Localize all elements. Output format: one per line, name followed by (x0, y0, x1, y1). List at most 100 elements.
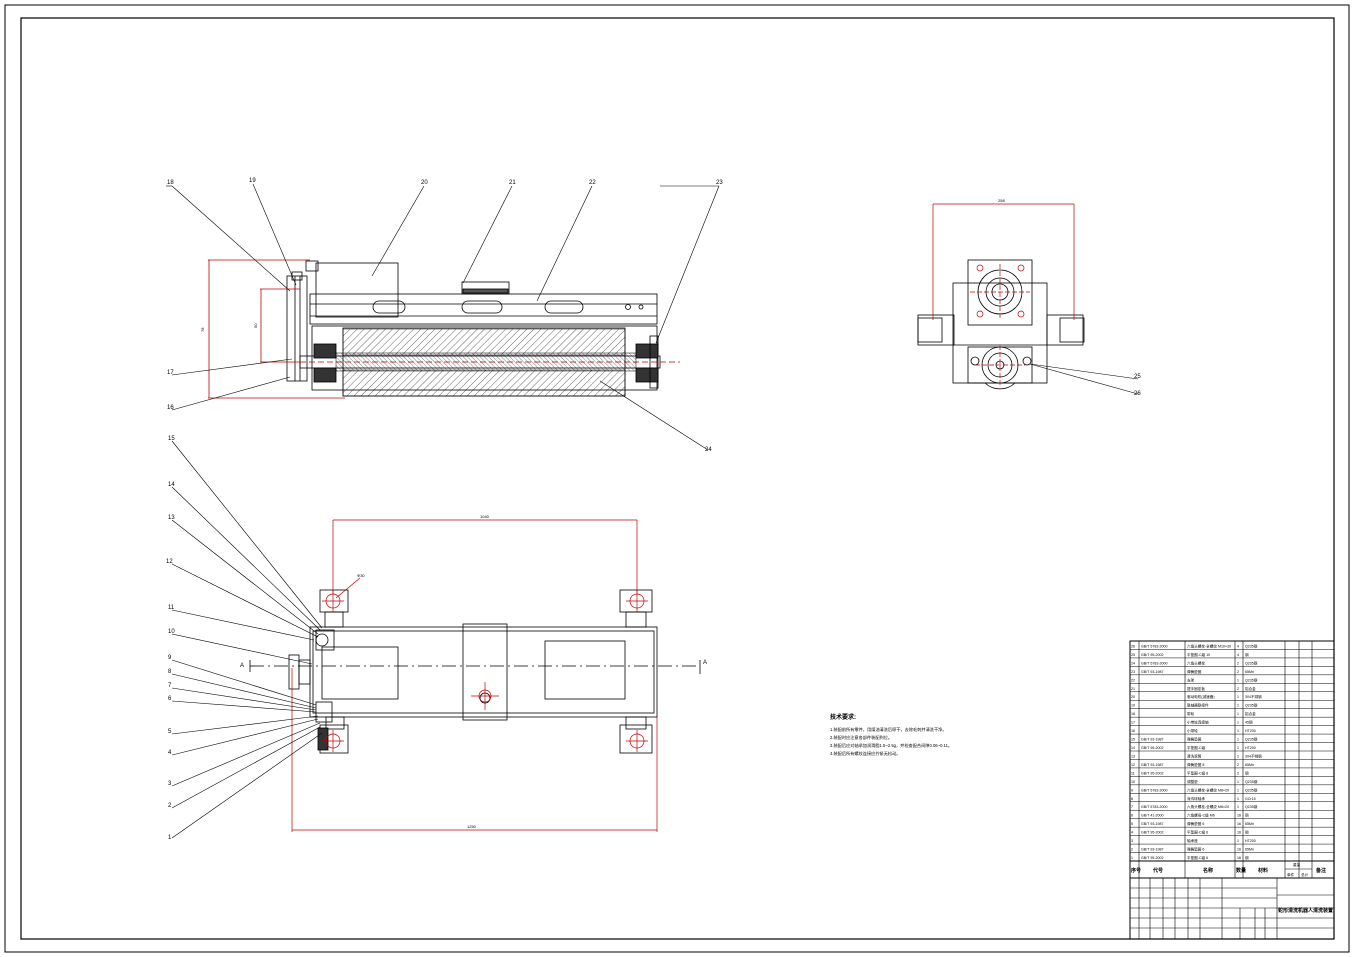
bom-cell: GB/T 93-1987 (1141, 763, 1164, 767)
bom-cell: 45钢 (1245, 720, 1253, 725)
bom-cell: 六角头螺栓-全螺纹 M10×30 (1187, 643, 1231, 648)
bom-header-seq: 序号 (1130, 867, 1141, 874)
balloon-11: 11 (168, 605, 175, 611)
bom-cell: 4 (1237, 644, 1239, 648)
bom-cell: 1 (1237, 839, 1239, 843)
plan-view-leaders (171, 440, 323, 839)
slot-3 (544, 300, 584, 314)
bom-cell: 11 (1131, 771, 1135, 775)
balloon-13: 13 (168, 515, 175, 521)
bom-cell: GB/T 93-1987 (1141, 670, 1164, 674)
front-view-dimensions (208, 259, 345, 399)
bom-cell: 18 (1131, 712, 1135, 716)
balloon-24: 24 (705, 447, 712, 453)
balloon-20: 20 (421, 180, 428, 186)
bom-cell: 六角头螺栓-全螺纹 M6×20 (1187, 804, 1229, 809)
bom-cell: 10 (1131, 780, 1135, 784)
bom-cell: 1 (1237, 788, 1239, 792)
bom-header-code: 代号 (1152, 867, 1163, 874)
bom-cell: 1 (1131, 856, 1133, 860)
bom-cell: 1 (1237, 780, 1239, 784)
balloon-16: 16 (167, 405, 174, 411)
bom-cell: 深沟球轴承 (1187, 796, 1205, 801)
bom-cell: 21 (1131, 687, 1135, 691)
bom-cell: 16 (1237, 822, 1241, 826)
bom-cell: 铝合金 (1245, 686, 1256, 691)
bom-cell: 25 (1131, 653, 1135, 657)
bom-cell: Q235钢 (1245, 737, 1258, 742)
balloon-10: 10 (168, 629, 175, 635)
balloon-3: 3 (168, 781, 172, 787)
bom-cell: 平垫圈-C级 8 (1187, 770, 1208, 775)
balloon-5: 5 (168, 729, 172, 735)
bom-cell: 16 (1237, 831, 1241, 835)
dim-plan-span: 1040 (480, 514, 490, 519)
bom-cell: Q235钢 (1245, 643, 1258, 648)
tech-req-line-2: 2.装配时应注意各部件装配到位。 (830, 734, 892, 741)
bom-header-weight: 重量 (1293, 862, 1301, 867)
bom-cell: 调整垫 (1187, 779, 1198, 784)
bom-cell: 驱动电机(减速器) (1187, 694, 1215, 699)
bom-cell: 19 (1131, 704, 1135, 708)
bom-cell: 平垫圈-C级 6 (1187, 830, 1208, 835)
bom-cell: 2 (1237, 661, 1239, 665)
tech-requirements: 技术要求: 1.装配前所有零件，用煤油清洗后晾干，去除毛刺并清洗干净。 2.装配… (830, 713, 952, 757)
title-block-name: 蛇形清洗机器人清洗装置 (1278, 907, 1333, 914)
bom-cell: 带轮 (1187, 711, 1195, 716)
bom-cell: GB/T 5783-2000 (1141, 644, 1168, 648)
bom-header-name: 名称 (1203, 867, 1213, 874)
bom-cell: GB/T 41-2000 (1141, 814, 1164, 818)
bom-cell: 1 (1237, 721, 1239, 725)
bom-cell: 16 (1237, 848, 1241, 852)
bom-cell: 304不锈钢 (1245, 694, 1262, 699)
bom-cell: Q235钢 (1245, 804, 1258, 809)
bom-cell: 六角头螺栓 (1187, 660, 1205, 665)
bom-cell: Q235钢 (1245, 779, 1258, 784)
slot-2 (461, 300, 503, 314)
bom-cell: GB/T 95-2002 (1141, 653, 1164, 657)
bom-cell: 23 (1131, 670, 1135, 674)
bom-cell: 弹簧垫圈 (1187, 737, 1202, 742)
bom-cell: 2 (1237, 670, 1239, 674)
bom-cell: 2 (1237, 763, 1239, 767)
shaft-hatch (335, 352, 637, 372)
bom-cell: 钢 (1245, 813, 1249, 818)
bom-header-unit: 单件 (1287, 872, 1295, 877)
bom-cell: GB/T 95-2002 (1141, 831, 1164, 835)
balloon-8: 8 (168, 669, 172, 675)
bom-cell: HT200 (1245, 746, 1256, 750)
outer-border (4, 4, 1350, 953)
pulley (286, 275, 308, 382)
bom-cell: 钢 (1245, 770, 1249, 775)
bom-cell: 1 (1237, 712, 1239, 716)
bom-cell: 65Mn (1245, 670, 1254, 674)
bom-cell: 17 (1131, 721, 1135, 725)
side-view (917, 259, 1085, 390)
bom-cell: 铝合金 (1245, 711, 1256, 716)
balloon-9: 9 (168, 655, 172, 661)
bom-cell: 1 (1237, 805, 1239, 809)
bom-cell: 1 (1237, 738, 1239, 742)
bom-cell: 六角螺母-C级 M6 (1187, 813, 1215, 818)
bom-cell: 4 (1131, 831, 1133, 835)
balloon-14: 14 (168, 482, 175, 488)
bom-cell: GB/T 5783-2000 (1141, 805, 1168, 809)
bom-cell: 13 (1131, 754, 1135, 758)
bom-header-material: 材料 (1258, 867, 1268, 874)
bom-header: 序号 代号 名称 数量 材料 单件 总计 备注 重量 (1130, 862, 1326, 877)
bom-cell: 1 (1237, 797, 1239, 801)
plan-view (288, 589, 658, 754)
bom-cell: GB/T 95-2002 (1141, 746, 1164, 750)
bom-cell: 1 (1237, 678, 1239, 682)
bom-cell: Q235钢 (1245, 703, 1258, 708)
bom-cell: 小带轮 (1187, 728, 1198, 733)
bom-cell: GB/T 95-2002 (1141, 771, 1164, 775)
bom-cell: 平垫圈-C级 10 (1187, 652, 1210, 657)
front-view-leaders (166, 183, 720, 451)
tech-req-line-3: 3.装配后应对轴承加润滑脂1.5~2.5g，并检查配合间隙0.06~0.11。 (830, 742, 952, 749)
bom-cell: 弹簧垫圈 6 (1187, 821, 1204, 826)
bom-cell: 12 (1131, 763, 1135, 767)
bom-cell: 9 (1131, 788, 1133, 792)
bom-cell: 平垫圈-C级 (1187, 745, 1206, 750)
bom-cell: 弹簧垫圈 6 (1187, 847, 1204, 852)
